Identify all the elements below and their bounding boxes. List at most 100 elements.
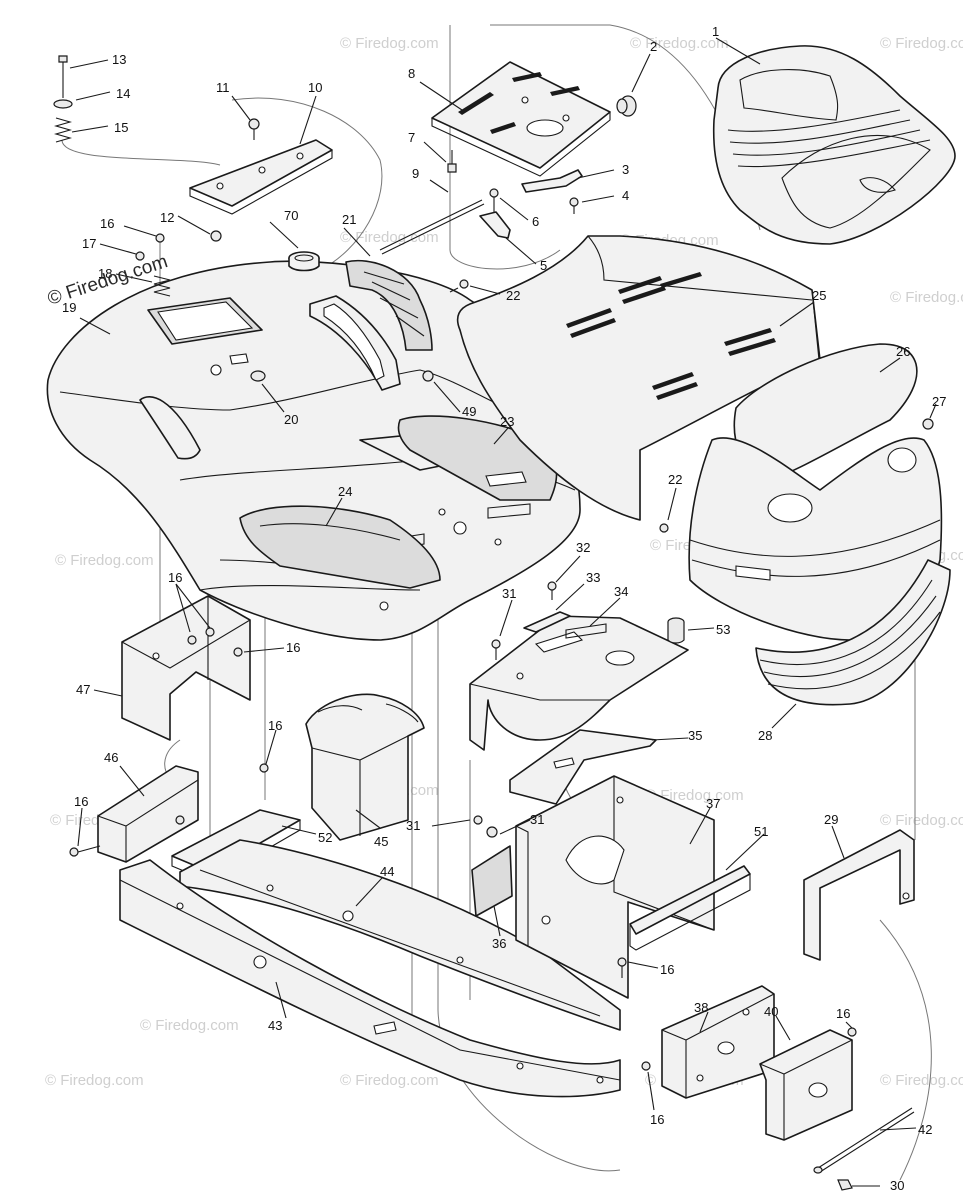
- callout-46: 46: [104, 750, 118, 765]
- screw-22: [449, 279, 469, 293]
- nut-6: [489, 188, 499, 198]
- nose-cone: [688, 437, 943, 641]
- callout-52: 52: [318, 830, 332, 845]
- callout-15: 15: [114, 120, 128, 135]
- bolt-7: [447, 150, 457, 173]
- seat-latch-bracket: [521, 169, 583, 193]
- spring-18: [153, 275, 171, 297]
- bumper-53: [667, 617, 685, 644]
- screw-16-upper-left: [187, 627, 243, 657]
- screw-32: [547, 581, 557, 600]
- grommet-20: [250, 370, 266, 382]
- callout-17: 17: [82, 236, 96, 251]
- plate-35: [509, 729, 657, 805]
- callout-16-frame: 16: [268, 718, 282, 733]
- watermark: © Firedog.com: [890, 289, 963, 306]
- callout-43: 43: [268, 1018, 282, 1033]
- callout-16-lower-mid: 16: [650, 1112, 664, 1127]
- shift-plate: [309, 295, 401, 391]
- watermark: © Firedog.com: [45, 1072, 144, 1089]
- callout-34: 34: [614, 584, 628, 599]
- callout-12: 12: [160, 210, 174, 225]
- screw-31: [491, 639, 501, 660]
- callout-40: 40: [764, 1004, 778, 1019]
- callout-16-frame-left: 16: [74, 794, 88, 809]
- callout-16-seat-support: 16: [168, 570, 182, 585]
- bracket-29: [803, 829, 915, 961]
- screw-16-mid: [175, 763, 269, 825]
- callout-4: 4: [622, 188, 629, 203]
- callout-44: 44: [380, 864, 394, 879]
- callout-5: 5: [540, 258, 547, 273]
- storage-tray: [305, 693, 425, 841]
- bolt-4: [569, 197, 579, 214]
- callout-33: 33: [586, 570, 600, 585]
- screw-16-lower-mid: [641, 1061, 651, 1071]
- bolt-13: [58, 55, 68, 98]
- watermark: © Firedog.com: [880, 812, 963, 829]
- callout-23: 23: [500, 414, 514, 429]
- callout-16-firewall: 16: [660, 962, 674, 977]
- heat-shield: [471, 845, 513, 917]
- watermark: © Firedog.com: [880, 35, 963, 52]
- callout-16-seat-support-right: 16: [286, 640, 300, 655]
- callout-10: 10: [308, 80, 322, 95]
- screw-27: [922, 418, 934, 430]
- callout-51: 51: [754, 824, 768, 839]
- callout-16-lower-right: 16: [836, 1006, 850, 1021]
- screw-16-left: [69, 845, 101, 857]
- callout-2: 2: [650, 39, 657, 54]
- callout-47: 47: [76, 682, 90, 697]
- screw-22-lower: [659, 523, 669, 533]
- watermark: © Firedog.com: [140, 1017, 239, 1034]
- callout-labels: 1 2 3 4 5 6 7 8 9 10 11 12 13 14 15 16 1…: [62, 24, 946, 1193]
- screw-16-lower-right: [847, 1027, 857, 1037]
- screw-31-left: [473, 815, 498, 838]
- callout-32: 32: [576, 540, 590, 555]
- screw-11: [248, 118, 260, 140]
- callout-38: 38: [694, 1000, 708, 1015]
- callout-35: 35: [688, 728, 702, 743]
- frame-rail-left: [119, 859, 621, 1098]
- leader-lines: [69, 37, 937, 1187]
- watermark: © Firedog.com: [55, 552, 154, 569]
- screw-16: [155, 233, 165, 243]
- callout-19: 19: [62, 300, 76, 315]
- watermark: © Firedog.com: [880, 1072, 963, 1089]
- washer-14: [53, 99, 73, 109]
- bracket-51: [629, 865, 751, 951]
- callout-24: 24: [338, 484, 352, 499]
- callout-27: 27: [932, 394, 946, 409]
- dash-panel: [456, 235, 821, 521]
- fuel-cap: [288, 251, 320, 272]
- callout-45: 45: [374, 834, 388, 849]
- watermark: © Firedog.com: [630, 35, 729, 52]
- spring-15: [53, 117, 73, 143]
- seat-switch-bracket: [189, 139, 333, 215]
- rod-42: [813, 1107, 915, 1174]
- seat-adjust-knob: [479, 192, 511, 239]
- frame-bracket-left: [97, 765, 199, 863]
- callout-21: 21: [342, 212, 356, 227]
- callout-53: 53: [716, 622, 730, 637]
- callout-3: 3: [622, 162, 629, 177]
- callout-14: 14: [116, 86, 130, 101]
- screw-17: [135, 251, 145, 261]
- clip-30: [837, 1179, 853, 1191]
- callout-25: 25: [812, 288, 826, 303]
- seat: [712, 45, 956, 245]
- front-bumper: [755, 559, 951, 706]
- frame-rail-right: [179, 839, 621, 1031]
- seat-bumper: [616, 95, 637, 117]
- callout-9: 9: [412, 166, 419, 181]
- callout-30: 30: [890, 1178, 904, 1193]
- callout-22-lower: 22: [668, 472, 682, 487]
- seat-rod: [379, 199, 485, 255]
- seat-support-bracket: [121, 595, 251, 741]
- callout-70: 70: [284, 208, 298, 223]
- callout-18: 18: [98, 266, 112, 281]
- callout-28: 28: [758, 728, 772, 743]
- callout-26: 26: [896, 344, 910, 359]
- watermark: © Firedog.com: [340, 1072, 439, 1089]
